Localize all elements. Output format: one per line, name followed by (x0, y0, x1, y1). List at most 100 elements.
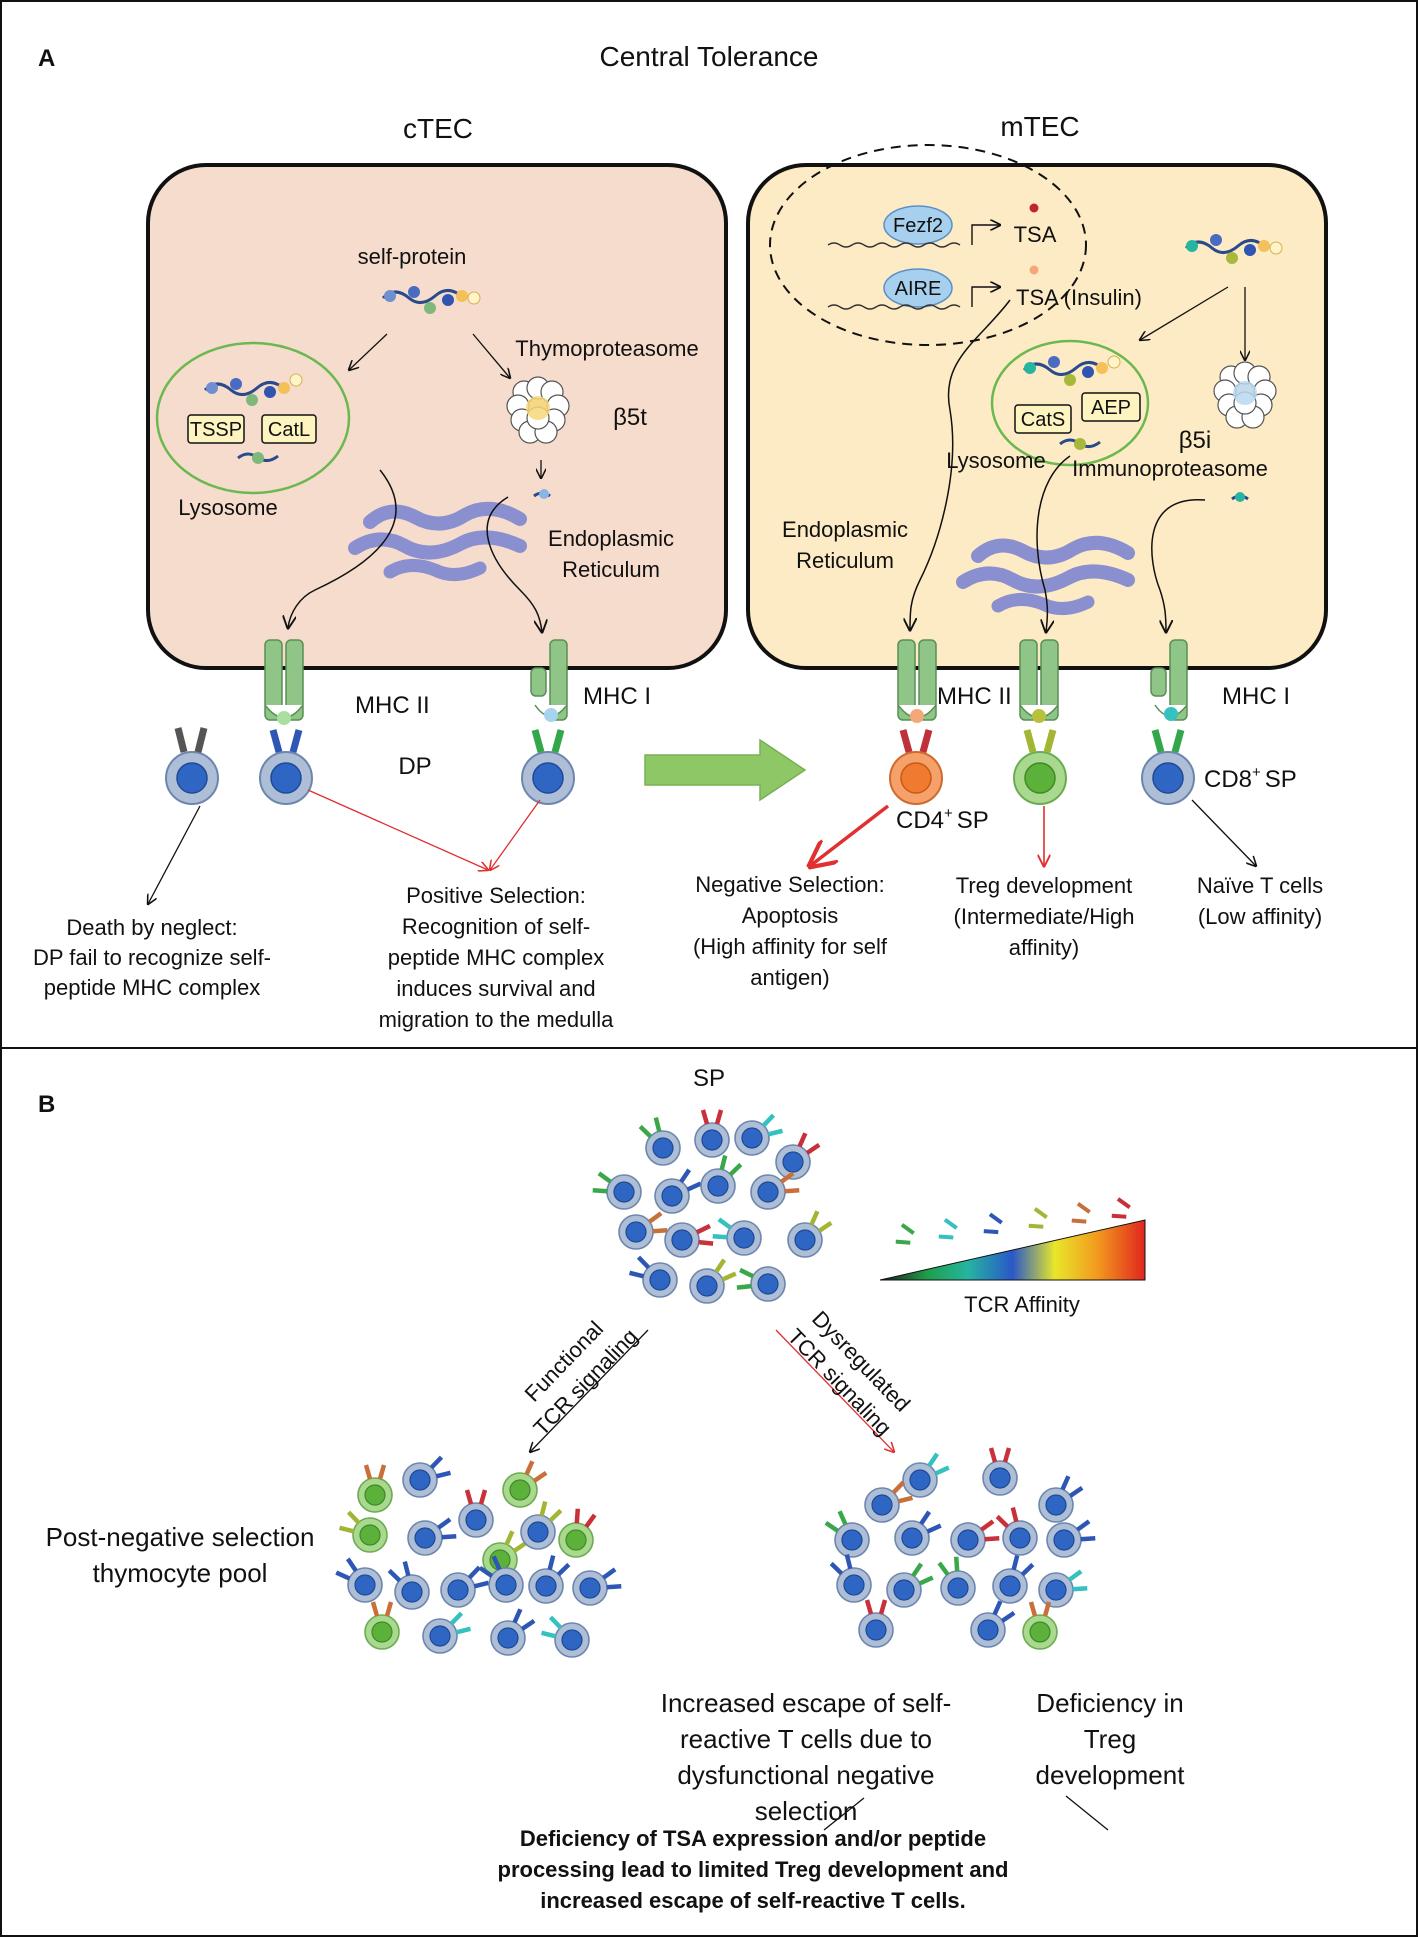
mtec-lysosome-label: Lysosome (946, 448, 1045, 473)
panel-a-title: Central Tolerance (600, 41, 819, 72)
cats-box (1014, 404, 1072, 434)
tcr-receptor-icon (1111, 1197, 1131, 1219)
svg-text:Deficiency in: Deficiency in (1036, 1688, 1183, 1718)
thymocyte-cell (858, 1599, 894, 1648)
thymocyte-cell (520, 1500, 563, 1550)
treg-cell (482, 1530, 528, 1578)
treg-cell (1022, 1601, 1058, 1650)
thymocyte-cell (402, 1455, 452, 1498)
neglected-dp-thymocyte (165, 727, 219, 805)
arrow-to-thymoproteasome (472, 333, 510, 378)
svg-text:DP fail to recognize self-: DP fail to recognize self- (33, 945, 271, 970)
cd4-sp-apoptotic-thymocyte (889, 729, 943, 805)
svg-text:Deficiency of TSA expression a: Deficiency of TSA expression and/or pept… (520, 1826, 986, 1851)
thymocyte-cell (734, 1113, 784, 1156)
medulla-migration-arrow (644, 738, 807, 802)
thymocyte-cell (992, 1554, 1035, 1604)
svg-text:(High affinity for self: (High affinity for self (693, 934, 888, 959)
mtec-title: mTEC (1000, 111, 1079, 142)
thymocyte-cell (387, 1560, 430, 1610)
arrow-dysregulated-signaling (775, 1329, 894, 1452)
thymocyte-cell (902, 1452, 950, 1498)
fezf2-factor (883, 205, 953, 245)
svg-text:Naïve T cells: Naïve T cells (1197, 873, 1323, 898)
post-negative-selection-label: Post-negative selection thymocyte pool (46, 1522, 315, 1588)
cats-label: CatS (1021, 409, 1065, 431)
ctec-lysosome-to-mhcii-path (288, 469, 397, 628)
ctec-lysosome-label: Lysosome (178, 495, 277, 520)
treg-cell (364, 1601, 400, 1650)
fezf2-dna (827, 242, 961, 248)
self-protein-label: self-protein (358, 244, 467, 269)
arrow-functional-signaling (530, 1329, 649, 1452)
thymocyte-cell (1038, 1569, 1088, 1608)
cd8-sp-label: CD8+SP (1204, 764, 1297, 793)
tcr-receptor-icon (983, 1212, 1003, 1235)
thymocyte-cell (894, 1510, 942, 1556)
dysregulated-pool (824, 1447, 1096, 1650)
svg-text:affinity): affinity) (1009, 935, 1080, 960)
svg-text:Treg development: Treg development (956, 873, 1133, 898)
mtec-lysosome (990, 339, 1150, 467)
svg-text:Increased escape of self-: Increased escape of self- (661, 1688, 952, 1718)
thymocyte-cell (824, 1510, 870, 1558)
svg-text:dysfunctional negative: dysfunctional negative (677, 1760, 934, 1790)
dp-thymocyte-mhci (521, 729, 575, 805)
treg-cell (357, 1464, 393, 1513)
svg-text:peptide MHC complex: peptide MHC complex (44, 975, 260, 1000)
ctec-lysosome (155, 341, 351, 495)
thymoproteasome-label: Thymoproteasome (515, 336, 698, 361)
svg-text:(Low affinity): (Low affinity) (1198, 904, 1322, 929)
immunoproteasome-to-mhci-path (1151, 499, 1206, 632)
svg-text:Treg: Treg (1084, 1724, 1137, 1754)
thymocyte-cell (775, 1132, 821, 1180)
thymocyte-cell (736, 1266, 786, 1302)
thymocyte-cell (572, 1567, 622, 1606)
mtec-self-protein-chain (1184, 234, 1283, 264)
thymocyte-cell (540, 1615, 590, 1658)
ctec-er-label-2: Reticulum (562, 557, 660, 582)
thymocyte-cell (829, 1553, 872, 1603)
mtec-mhc-i-label: MHC I (1222, 683, 1290, 710)
pointer-treg-deficiency (1065, 1795, 1109, 1831)
aep-label: AEP (1091, 397, 1131, 419)
thymocyte-cell (422, 1611, 472, 1654)
aep-box (1081, 392, 1141, 422)
tcr-affinity-receptors (895, 1197, 1131, 1245)
svg-text:peptide MHC complex: peptide MHC complex (388, 945, 604, 970)
treg-thymocyte (1013, 729, 1067, 805)
svg-text:Positive Selection:: Positive Selection: (406, 883, 586, 908)
treg-cell (338, 1510, 388, 1553)
positive-selection-text: Positive Selection: Recognition of self-… (379, 883, 615, 1032)
svg-text:development: development (1036, 1760, 1186, 1790)
post-negative-selection-pool (335, 1455, 622, 1658)
svg-text:Negative Selection:: Negative Selection: (695, 872, 885, 897)
treg-deficiency-text: Deficiency in Treg development (1036, 1688, 1186, 1790)
mtec-er-label-2: Reticulum (796, 548, 894, 573)
ctec-proteasome-to-mhci-path (486, 496, 542, 632)
catl-box (261, 414, 317, 444)
thymocyte-cell (654, 1168, 702, 1214)
thymoproteasome (506, 376, 570, 444)
thymocyte-cell (864, 1480, 914, 1523)
arrow-positive-selection-a (307, 789, 488, 870)
mtec-er-label-1: Endoplasmic (782, 517, 908, 542)
tsa-to-mhcii-path (910, 299, 1011, 630)
panel-b-frame (0, 1047, 1418, 1937)
thymocyte-cell (787, 1210, 833, 1258)
tssp-label: TSSP (190, 419, 242, 441)
sp-pool-label: SP (693, 1065, 725, 1092)
lysosome-protein-chain (203, 373, 303, 406)
increased-escape-text: Increased escape of self- reactive T cel… (661, 1688, 952, 1826)
tcr-affinity-gradient (879, 1219, 1146, 1281)
svg-text:Post-negative selection: Post-negative selection (46, 1522, 315, 1552)
ctec-mhc-ii (264, 639, 304, 725)
pointer-escape (823, 1797, 865, 1831)
aire-dna (827, 304, 961, 310)
mtec-mhc-i (1150, 639, 1188, 721)
fezf2-label: Fezf2 (893, 215, 943, 237)
cd4-sp-label: CD4+SP (896, 805, 989, 834)
thymocyte-cell (700, 1154, 743, 1204)
arrow-to-lysosome (349, 333, 388, 370)
thymocyte-cell (886, 1562, 934, 1608)
